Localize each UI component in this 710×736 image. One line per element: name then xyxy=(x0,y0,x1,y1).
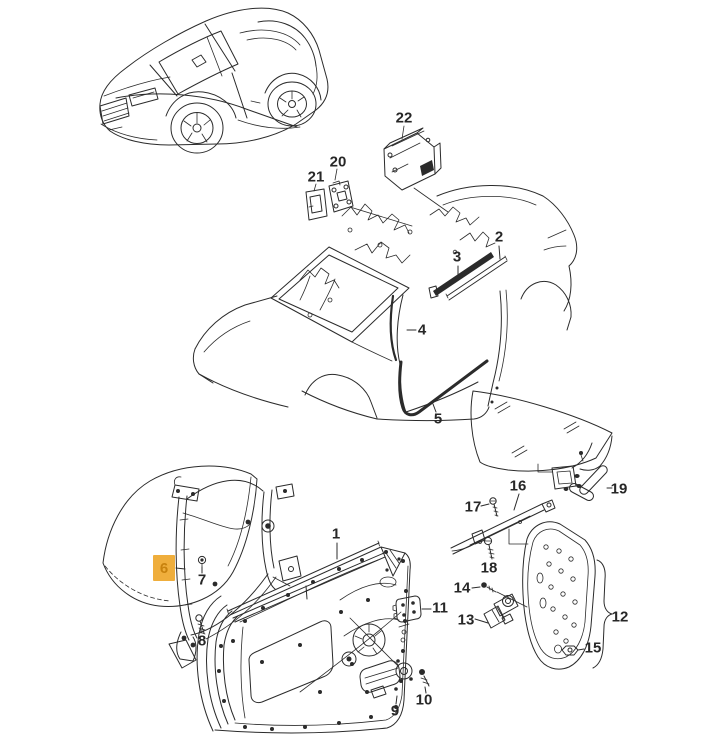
quarter-window-motor-13[interactable] xyxy=(483,593,519,629)
window-motor-9[interactable] xyxy=(359,659,413,699)
callout-13[interactable]: 13 xyxy=(457,611,475,629)
gasket-21[interactable] xyxy=(305,183,328,221)
callout-12[interactable]: 12 xyxy=(611,608,629,626)
body-shell xyxy=(192,185,578,421)
callout-7[interactable]: 7 xyxy=(197,571,207,589)
front-window-regulator-6[interactable] xyxy=(168,476,302,669)
group-brace-12 xyxy=(592,559,613,669)
car-overview-illustration xyxy=(99,7,329,154)
callout-10[interactable]: 10 xyxy=(415,691,433,709)
screw-18[interactable] xyxy=(483,536,495,560)
trim-strip-3[interactable] xyxy=(428,252,494,299)
door-inner-assembly[interactable] xyxy=(196,546,411,734)
quarter-glass-bracket-19[interactable] xyxy=(537,451,608,501)
callout-8[interactable]: 8 xyxy=(197,632,207,650)
callout-1[interactable]: 1 xyxy=(331,525,341,543)
callout-20[interactable]: 20 xyxy=(329,153,347,171)
callout-22[interactable]: 22 xyxy=(395,109,413,127)
callout-14[interactable]: 14 xyxy=(453,579,471,597)
door-module-11[interactable] xyxy=(392,595,422,623)
screw-10[interactable] xyxy=(419,669,430,687)
door-opening-seal-5[interactable] xyxy=(398,359,489,417)
callout-17[interactable]: 17 xyxy=(464,498,482,516)
callout-21[interactable]: 21 xyxy=(307,168,325,186)
window-slot-strip-1[interactable] xyxy=(226,540,382,616)
quarter-window-glass[interactable] xyxy=(470,390,613,472)
nut-7[interactable] xyxy=(197,555,207,568)
screw-17[interactable] xyxy=(489,497,499,517)
callout-3[interactable]: 3 xyxy=(452,248,462,266)
a-pillar-seal-4[interactable] xyxy=(389,294,398,362)
callout-11[interactable]: 11 xyxy=(432,599,448,617)
guide-rail-16[interactable] xyxy=(450,499,556,555)
carrier-plate-12[interactable] xyxy=(522,521,613,670)
callout-2[interactable]: 2 xyxy=(494,228,504,246)
callout-9[interactable]: 9 xyxy=(390,702,400,720)
control-module-20[interactable] xyxy=(328,168,413,227)
control-module-22[interactable] xyxy=(383,125,449,213)
callout-leader-lines xyxy=(175,245,613,705)
callout-16[interactable]: 16 xyxy=(509,477,527,495)
nut-15[interactable] xyxy=(561,645,579,656)
callout-19[interactable]: 19 xyxy=(610,480,628,498)
callout-5[interactable]: 5 xyxy=(433,410,443,428)
callout-18[interactable]: 18 xyxy=(480,559,498,577)
callout-4[interactable]: 4 xyxy=(417,321,427,339)
door-glass[interactable] xyxy=(102,465,258,607)
callout-15[interactable]: 15 xyxy=(584,639,602,657)
trim-strip-2[interactable] xyxy=(445,255,508,301)
screw-14[interactable] xyxy=(481,582,528,608)
callout-6-highlighted[interactable]: 6 xyxy=(153,555,175,581)
